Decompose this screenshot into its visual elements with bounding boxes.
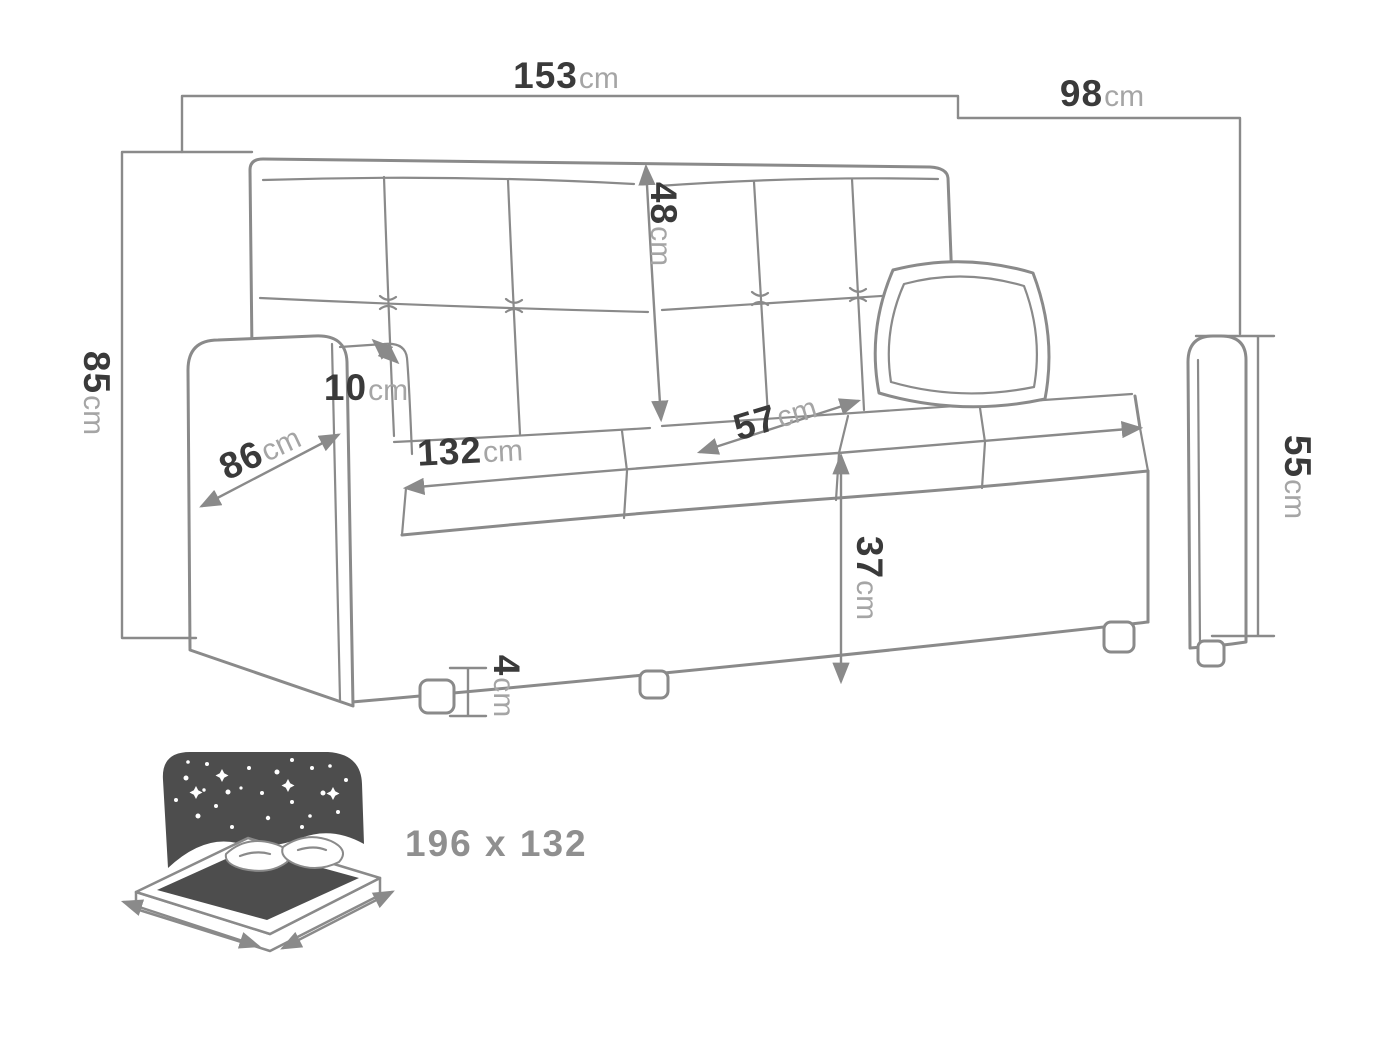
- dim-unit: cm: [1104, 80, 1145, 113]
- dim-unit: cm: [368, 374, 409, 407]
- sofa-leg: [1196, 639, 1226, 668]
- bed-pillow: [224, 840, 290, 872]
- seat-left-seam: [620, 429, 629, 520]
- right-armrest-face: [1186, 334, 1248, 650]
- left-armrest: [186, 334, 414, 708]
- backrest-outline: [248, 157, 955, 354]
- base-bottom-edge: [350, 620, 1150, 704]
- seat-front-bottom-edge: [400, 469, 1150, 537]
- bed-pillow: [281, 836, 345, 869]
- dim-value: 153: [513, 55, 578, 96]
- right-armrest: [1186, 334, 1248, 650]
- dim-value: 132: [416, 429, 483, 474]
- dim-value: 48: [643, 181, 684, 226]
- seat-right-seam: [978, 406, 987, 490]
- sofa-drawing: [186, 157, 1248, 715]
- starry-blanket: [162, 752, 364, 868]
- sofa-leg: [1102, 620, 1136, 654]
- dim-unit: cm: [77, 395, 110, 436]
- bed-length-arrow: [120, 899, 262, 949]
- dim-value: 55: [1277, 434, 1318, 479]
- base: [350, 469, 1150, 704]
- bed-width-arrow: [280, 890, 395, 950]
- tuft-pinch: [750, 290, 770, 307]
- back-seam: [850, 177, 866, 412]
- left-armrest-seam: [330, 342, 342, 702]
- seat-right-edge: [1133, 394, 1142, 430]
- pillow-flange: [887, 275, 1038, 395]
- dim-line-leg-height: [448, 666, 488, 718]
- tuft-pinch: [848, 286, 868, 303]
- dim-line-total-depth: [956, 116, 1242, 336]
- dim-line-total-width: [180, 94, 960, 154]
- dim-value: 85: [76, 350, 117, 395]
- dim-value: 98: [1059, 73, 1104, 114]
- dim-line-armrest-width: [371, 338, 400, 365]
- tuft-pinch: [504, 297, 524, 314]
- seat-front-right-corner: [1138, 426, 1150, 473]
- dim-value: 37: [849, 535, 890, 580]
- pillow-outline: [873, 260, 1051, 409]
- dim-unit: cm: [578, 62, 619, 95]
- dim-unit: cm: [1278, 479, 1311, 520]
- sofa-leg: [638, 669, 670, 700]
- back-seam: [258, 296, 650, 314]
- left-armrest-face: [186, 334, 355, 708]
- stars: [174, 758, 348, 845]
- pillow-fold: [238, 846, 328, 858]
- seat-left-edge: [400, 486, 408, 537]
- dim-line-seat-depth: [696, 398, 862, 455]
- dim-line-armrest-height: [1194, 334, 1276, 638]
- dim-line-total-height: [120, 150, 254, 640]
- dim-unit: cm: [487, 677, 520, 718]
- sofa-leg: [418, 678, 456, 715]
- dim-line-backrest-height: [638, 163, 669, 423]
- back-cushion-left-top: [261, 176, 636, 186]
- throw-pillow: [873, 260, 1051, 409]
- dim-unit: cm: [850, 580, 883, 621]
- right-armrest-seam: [1196, 358, 1202, 648]
- dim-unit: cm: [644, 226, 677, 267]
- legs: [418, 620, 1226, 715]
- dim-line-armrest-depth: [199, 433, 341, 508]
- dim-value: 4: [486, 654, 527, 677]
- dimension-lines: [120, 94, 1276, 718]
- dim-value: 10: [323, 367, 368, 408]
- tuft-pinch: [378, 294, 398, 311]
- bed-icon: [120, 752, 395, 953]
- back-seam: [752, 180, 770, 418]
- sleeping-area-label: 196 x 132: [405, 822, 588, 864]
- dim-unit: cm: [482, 434, 524, 470]
- back-cushion-right-top: [656, 177, 940, 188]
